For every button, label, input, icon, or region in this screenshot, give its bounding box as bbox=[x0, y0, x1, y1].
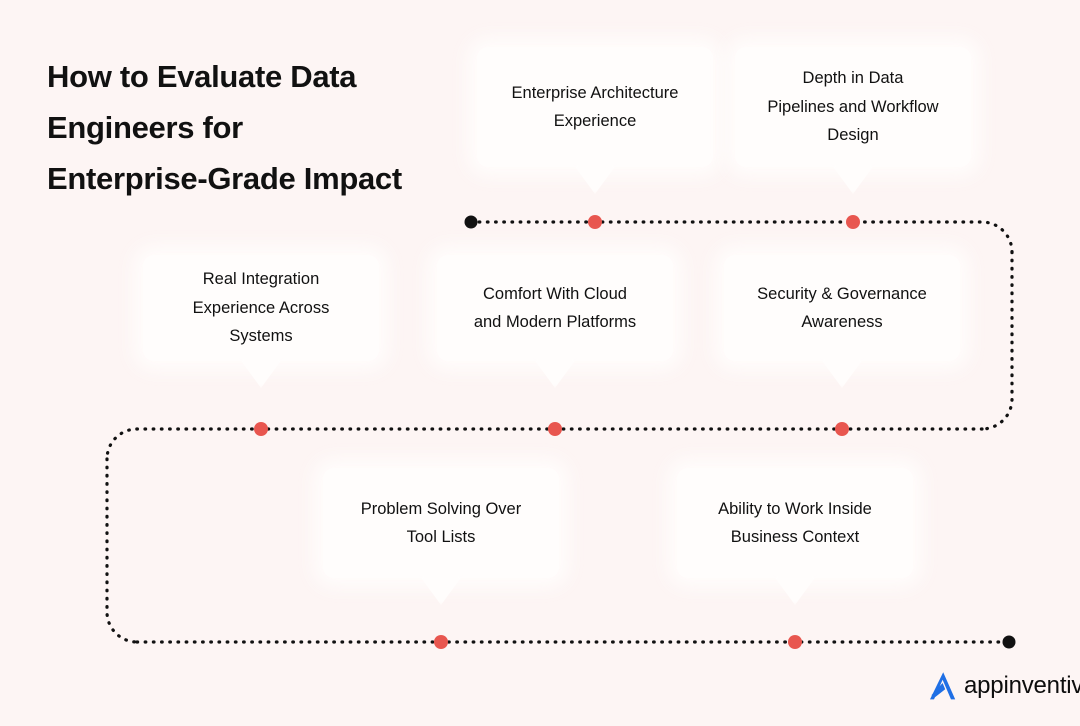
node-dot-depth-in-data-pipelines[interactable] bbox=[846, 215, 860, 229]
connector-segment-row1 bbox=[469, 220, 1014, 254]
page-title: How to Evaluate Data Engineers for Enter… bbox=[47, 59, 402, 196]
card-problem-solving-over-tool-lists[interactable]: Problem Solving Over Tool Lists bbox=[323, 468, 559, 578]
card-enterprise-architecture-experience[interactable]: Enterprise Architecture Experience bbox=[477, 47, 713, 167]
connector-segment-right-vertical bbox=[980, 250, 1014, 431]
node-dot-ability-to-work-inside-business-context[interactable] bbox=[788, 635, 802, 649]
path-start-dot bbox=[464, 215, 478, 229]
node-dot-enterprise-architecture-experience[interactable] bbox=[588, 215, 602, 229]
node-dot-security-governance-awareness[interactable] bbox=[835, 422, 849, 436]
node-dot-real-integration-experience[interactable] bbox=[254, 422, 268, 436]
appinventiv-logo[interactable]: appinventiv bbox=[925, 668, 1080, 704]
card-ability-to-work-inside-business-context[interactable]: Ability to Work Inside Business Context bbox=[677, 468, 913, 578]
card-security-governance-awareness[interactable]: Security & Governance Awareness bbox=[724, 255, 960, 361]
card-real-integration-experience[interactable]: Real Integration Experience Across Syste… bbox=[143, 255, 379, 361]
appinventiv-logo-mark bbox=[930, 672, 956, 700]
card-comfort-with-cloud[interactable]: Comfort With Cloud and Modern Platforms bbox=[437, 255, 673, 361]
appinventiv-logo-text: appinventiv bbox=[964, 672, 1080, 699]
connector-segment-row2 bbox=[105, 427, 984, 461]
card-depth-in-data-pipelines[interactable]: Depth in Data Pipelines and Workflow Des… bbox=[735, 47, 971, 167]
path-end-dot bbox=[1002, 635, 1016, 649]
node-dot-comfort-with-cloud[interactable] bbox=[548, 422, 562, 436]
connector-segment-left-vertical bbox=[105, 457, 139, 644]
node-dot-problem-solving-over-tool-lists[interactable] bbox=[434, 635, 448, 649]
